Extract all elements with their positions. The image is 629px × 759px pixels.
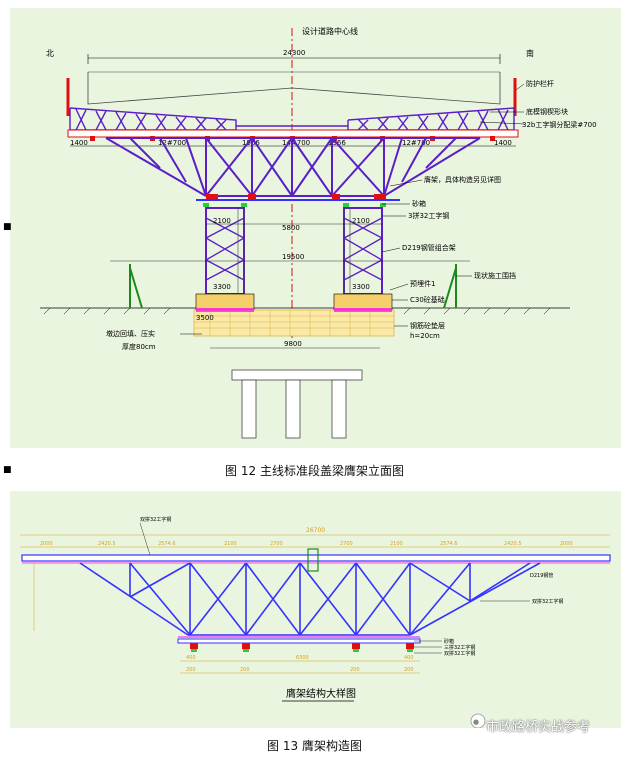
figure-13-panel: 26700 2000 2420.5 2574.6 2100 2700 2700 2100… [10,491,621,729]
svg-text:三拼32工字钢: 三拼32工字钢 [444,644,475,651]
dim-9800: 9800 [284,340,302,348]
cushion-layer [193,309,395,337]
truss-detail-drawing: 26700 2000 2420.5 2574.6 2100 2700 2700 2100… [20,516,611,729]
pipe-label: D219钢管组合架 [402,243,456,252]
center-line-label: 设计道路中心线 [302,26,358,36]
bullet-mark: ■ [3,222,12,232]
dim-3500: 3500 [196,314,214,322]
backfill-label: 墩边回填、压实 [106,329,155,338]
foundation-left [195,293,255,311]
wedge-truss-left [69,107,237,131]
center-marker [307,548,319,572]
svg-text:200: 200 [240,667,250,673]
svg-text:6300: 6300 [296,655,309,661]
svg-text:双拼32工字钢: 双拼32工字钢 [532,598,563,605]
dim-3300-right: 3300 [352,283,370,291]
cushion-h-label: h=20cm [410,332,440,340]
top-dim-label-2: 26700 [306,527,325,534]
figure-12-panel: 设计道路中心线 北 南 24300 1400 12#700 1966 14#70… [10,8,621,448]
embed-label: 预埋件1 [410,279,435,288]
backfill-thickness-label: 厚度80cm [122,342,156,351]
dim-19500: 19500 [282,253,304,261]
figure-12-caption: 图 12 主线标准段盖梁膺架立面图 [225,464,404,478]
svg-text:2574.6: 2574.6 [158,541,176,547]
svg-text:2700: 2700 [270,541,283,547]
foundation-label: C30砼基础 [410,295,445,304]
sand-box-label: 砂箱 [412,199,426,208]
svg-text:2100: 2100 [390,541,403,547]
svg-text:2000: 2000 [40,541,53,547]
ibeam-3-label: 3拼32工字钢 [408,211,449,220]
svg-text:双拼32工字钢: 双拼32工字钢 [444,650,475,657]
north-label: 北 [46,49,54,58]
svg-text:2420.5: 2420.5 [98,541,116,547]
svg-text:2700: 2700 [340,541,353,547]
dim-2100-right: 2100 [352,217,370,225]
guard-label: 现状施工围挡 [474,271,516,280]
svg-text:400: 400 [404,655,414,661]
svg-text:砂箱: 砂箱 [444,638,454,645]
ibeam-dist-label: 32b工字钢分配梁#700 [522,120,597,129]
watermark-text: 市政路桥实战参考 [486,720,591,735]
dim-1400-left: 1400 [70,139,88,147]
svg-text:2420.5: 2420.5 [504,541,522,547]
cushion-label: 钢筋砼垫层 [410,321,445,330]
svg-text:200: 200 [186,667,196,673]
svg-text:●: ● [473,718,479,726]
deck-profile [87,72,501,105]
svg-text:2574.6: 2574.6 [440,541,458,547]
svg-text:D219钢管: D219钢管 [530,572,553,579]
detail-title: 膺架结构大样图 [286,687,356,700]
dim-12700-left: 12#700 [158,139,186,147]
railing-label: 防护栏杆 [526,79,554,88]
bullet-mark: ■ [3,465,12,475]
svg-text:200: 200 [350,667,360,673]
dim-3300-left: 3300 [213,283,231,291]
svg-text:2100: 2100 [224,541,237,547]
figure-13-caption: 图 13 膺架构造图 [267,739,362,753]
ground-hatch [43,307,551,315]
piles [231,369,363,439]
svg-text:200: 200 [404,667,414,673]
dim-2100-left: 2100 [213,217,231,225]
support-plates [190,643,414,649]
elevation-drawing: 设计道路中心线 北 南 24300 1400 12#700 1966 14#70… [40,26,597,439]
dim-5800: 5800 [282,224,300,232]
site-guard-left [129,264,143,309]
watermark: ● [470,713,486,729]
wedge-label: 底模钢楔形块 [526,107,568,116]
sand-box-marks [203,203,386,207]
top-dim-label: 24300 [283,49,305,57]
truss-red-plates [206,194,386,200]
truss-web [79,562,541,636]
truss-note-label: 膺架，具体构造另见详图 [424,175,501,184]
dim-1400-right: 1400 [494,139,512,147]
distribution-beam [67,129,519,138]
site-guard-right [443,264,457,309]
main-truss [105,137,481,197]
svg-text:2000: 2000 [560,541,573,547]
top-chord [21,554,611,562]
svg-text:双拼32工字钢: 双拼32工字钢 [140,516,171,523]
south-label: 南 [526,48,534,58]
wedge-truss-right [347,107,515,131]
svg-text:400: 400 [186,655,196,661]
foundation-right [333,293,393,311]
dim-12700-right: 12#700 [402,139,430,147]
